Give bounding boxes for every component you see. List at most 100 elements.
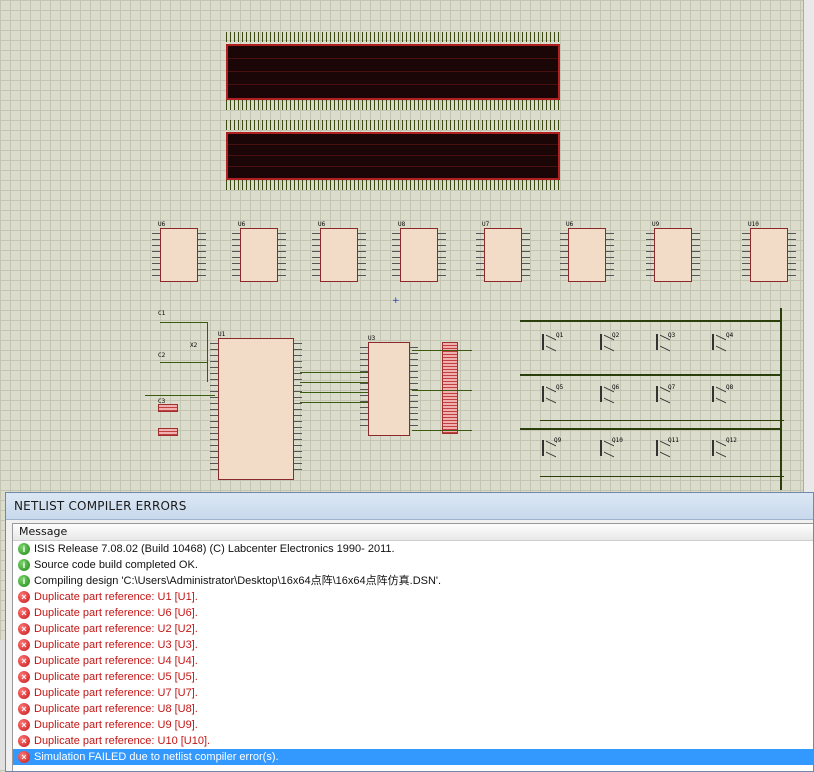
transistor[interactable] [656,334,672,350]
matrix-bottom-lower-pins [226,180,560,190]
transistor[interactable] [542,334,558,350]
wire [412,350,472,351]
error-message-row[interactable]: ×Duplicate part reference: U7 [U7]. [13,685,813,701]
shift-register[interactable] [742,228,796,282]
transistor[interactable] [712,440,728,456]
transistor[interactable] [712,386,728,402]
wire [300,382,368,383]
led-matrix-top [226,44,560,100]
wire [160,322,208,323]
shift-register[interactable] [312,228,366,282]
error-icon: × [18,591,30,603]
error-icon: × [18,623,30,635]
capacitor-label: C3 [158,398,166,405]
message-text: ISIS Release 7.08.02 (Build 10468) (C) L… [34,543,395,555]
transistor-label: Q12 [726,437,737,444]
message-rows: i ISIS Release 7.08.02 (Build 10468) (C) … [13,541,813,765]
chip-label: U9 [652,221,660,228]
error-icon: × [18,639,30,651]
error-message-row[interactable]: ×Duplicate part reference: U6 [U6]. [13,605,813,621]
decoder-chip[interactable] [360,342,418,436]
message-text: Duplicate part reference: U3 [U3]. [34,639,198,651]
capacitor-label: C1 [158,310,166,317]
transistor[interactable] [712,334,728,350]
error-icon: × [18,703,30,715]
shift-register[interactable] [152,228,206,282]
chip-label: U3 [368,335,376,342]
error-message-row[interactable]: × Duplicate part reference: U4 [U4]. [13,653,813,669]
error-message-row[interactable]: ×Duplicate part reference: U10 [U10]. [13,733,813,749]
bus [520,428,782,430]
message-text: Duplicate part reference: U4 [U4]. [34,655,198,667]
error-message-row[interactable]: ×Duplicate part reference: U9 [U9]. [13,717,813,733]
bus [540,420,784,421]
error-message-row[interactable]: × Duplicate part reference: U8 [U8]. [13,701,813,717]
chip-label: U6 [566,221,574,228]
chip-label: U10 [748,221,759,228]
error-icon: × [18,655,30,667]
chip-label: U1 [218,331,226,338]
transistor-label: Q1 [556,332,564,339]
info-icon: i [18,543,30,555]
resistor-bank [442,342,458,434]
error-icon: × [18,607,30,619]
capacitor-label: C2 [158,352,166,359]
shift-register[interactable] [646,228,700,282]
info-message-row[interactable]: i ISIS Release 7.08.02 (Build 10468) (C) … [13,541,813,557]
shift-register[interactable] [476,228,530,282]
info-message-row[interactable]: i Source code build completed OK. [13,557,813,573]
bus [520,320,782,322]
message-text: Duplicate part reference: U8 [U8]. [34,703,198,715]
bus [520,374,782,376]
resistor [158,428,178,436]
chip-label: U6 [158,221,166,228]
message-list[interactable]: Message i ISIS Release 7.08.02 (Build 104… [12,523,813,771]
message-text: Compiling design 'C:\Users\Administrator… [34,575,442,587]
message-text: Duplicate part reference: U7 [U7]. [34,687,198,699]
mcu-chip[interactable] [210,338,302,480]
shift-register[interactable] [560,228,614,282]
transistor-label: Q2 [612,332,620,339]
dialog-title[interactable]: NETLIST COMPILER ERRORS [6,493,813,520]
transistor-label: Q3 [668,332,676,339]
transistor[interactable] [542,386,558,402]
transistor[interactable] [542,440,558,456]
bus [540,476,784,477]
error-message-row[interactable]: ×Duplicate part reference: U2 [U2]. [13,621,813,637]
error-message-row[interactable]: ×Simulation FAILED due to netlist compil… [13,749,813,765]
transistor[interactable] [600,386,616,402]
wire [300,392,368,393]
netlist-errors-dialog[interactable]: NETLIST COMPILER ERRORS Message i ISIS Re… [5,492,814,772]
chip-label: U6 [238,221,246,228]
error-message-row[interactable]: × Duplicate part reference: U5 [U5]. [13,669,813,685]
shift-register[interactable] [232,228,286,282]
message-text: Source code build completed OK. [34,559,198,571]
message-column-header[interactable]: Message [13,524,813,541]
transistor[interactable] [656,386,672,402]
transistor-label: Q4 [726,332,734,339]
led-matrix-bottom [226,132,560,180]
shift-register[interactable] [392,228,446,282]
info-icon: i [18,559,30,571]
message-text: Duplicate part reference: U9 [U9]. [34,719,198,731]
message-text: Duplicate part reference: U10 [U10]. [34,735,211,747]
transistor[interactable] [600,440,616,456]
transistor-label: Q6 [612,384,620,391]
error-icon: × [18,751,30,763]
error-message-row[interactable]: ×Duplicate part reference: U1 [U1]. [13,589,813,605]
transistor-label: Q9 [554,437,562,444]
message-text: Duplicate part reference: U5 [U5]. [34,671,198,683]
chip-label: U7 [482,221,490,228]
error-message-row[interactable]: × Duplicate part reference: U3 [U3]. [13,637,813,653]
wire [160,362,208,363]
matrix-top-pins [226,32,560,42]
canvas-vertical-scrollbar[interactable] [803,0,814,492]
crosshair-icon: + [392,296,400,306]
transistor[interactable] [656,440,672,456]
error-icon: × [18,671,30,683]
wire [300,402,368,403]
transistor[interactable] [600,334,616,350]
wire [207,322,208,382]
